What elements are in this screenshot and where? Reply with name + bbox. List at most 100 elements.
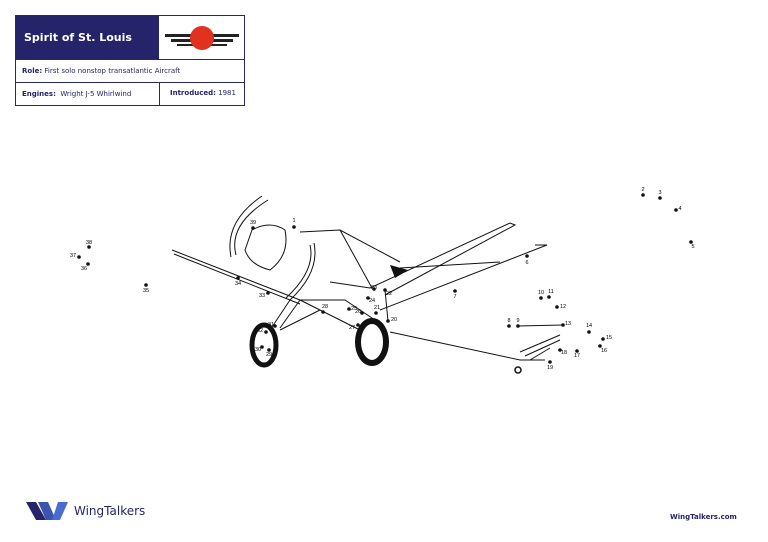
dot-label-25: 25 xyxy=(351,306,357,312)
dot-label-20: 20 xyxy=(391,317,397,323)
engines-row: Engines: Wright J-5 Whirlwind xyxy=(16,82,244,106)
dot-8 xyxy=(507,324,511,328)
dot-10 xyxy=(539,296,543,300)
role-label: Role: xyxy=(22,67,43,75)
dot-14 xyxy=(587,330,591,334)
dot-3 xyxy=(658,196,662,200)
dot-label-9: 9 xyxy=(516,318,519,324)
dot-20 xyxy=(386,319,390,323)
dot-label-8: 8 xyxy=(507,318,510,324)
dot-38 xyxy=(87,245,91,249)
dot-2 xyxy=(641,193,645,197)
wing-strut-triangle xyxy=(390,265,408,278)
dot-7 xyxy=(453,289,457,293)
dot-13 xyxy=(561,323,565,327)
aircraft-emblem-logo xyxy=(159,16,245,59)
dot-label-19: 19 xyxy=(547,365,553,371)
dot-22 xyxy=(383,288,387,292)
dot-32 xyxy=(264,330,268,334)
dot-17 xyxy=(575,349,579,353)
dot-25 xyxy=(347,307,351,311)
role-row: Role: First solo nonstop transatlantic A… xyxy=(16,59,244,82)
dot-label-29: 29 xyxy=(266,352,272,358)
brand-name: WingTalkers xyxy=(74,504,146,518)
dot-label-7: 7 xyxy=(453,294,456,300)
dot-label-39: 39 xyxy=(250,220,256,226)
dot-15 xyxy=(601,337,605,341)
dot-37 xyxy=(77,255,81,259)
dot-label-28: 28 xyxy=(322,304,328,310)
dot-label-13: 13 xyxy=(565,321,571,327)
aircraft-title: Spirit of St. Louis xyxy=(16,16,159,59)
dot-35 xyxy=(144,283,148,287)
main-wheel xyxy=(355,318,389,366)
dot-label-26: 26 xyxy=(355,309,361,315)
engines-label: Engines: xyxy=(22,90,56,98)
dot-12 xyxy=(555,305,559,309)
dot-label-32: 32 xyxy=(257,328,263,334)
dot-label-38: 38 xyxy=(86,240,92,246)
airplane-outline xyxy=(171,195,564,361)
dot-label-21: 21 xyxy=(374,305,380,311)
introduced-cell: Introduced: 1981 xyxy=(159,82,245,106)
dot-29 xyxy=(267,348,271,352)
dot-6 xyxy=(525,254,529,258)
introduced-value: 1981 xyxy=(218,89,236,97)
dot-9 xyxy=(516,324,520,328)
dot-label-14: 14 xyxy=(586,323,592,329)
dot-label-2: 2 xyxy=(641,187,644,193)
dot-label-23: 23 xyxy=(371,285,377,291)
dot-label-35: 35 xyxy=(143,288,149,294)
dot-label-15: 15 xyxy=(606,335,612,341)
dot-label-31: 31 xyxy=(268,322,274,328)
tail-skid xyxy=(514,366,522,374)
dot-label-17: 17 xyxy=(574,353,580,359)
dot-23 xyxy=(372,287,376,291)
dot-1 xyxy=(292,225,296,229)
dot-16 xyxy=(598,344,602,348)
dot-21 xyxy=(374,311,378,315)
dot-label-6: 6 xyxy=(525,260,528,266)
tail-wheel xyxy=(249,322,279,368)
dot-label-12: 12 xyxy=(560,304,566,310)
dot-label-5: 5 xyxy=(691,244,694,250)
dot-18 xyxy=(558,348,562,352)
dot-label-33: 33 xyxy=(259,293,265,299)
dot-33 xyxy=(266,291,270,295)
introduced-label: Introduced: xyxy=(170,89,216,97)
dot-5 xyxy=(689,240,693,244)
dot-label-3: 3 xyxy=(658,190,661,196)
dot-label-37: 37 xyxy=(70,253,76,259)
dot-label-22: 22 xyxy=(386,291,392,297)
wing-logo-icon xyxy=(26,502,68,520)
dot-label-11: 11 xyxy=(548,289,554,295)
dot-26 xyxy=(360,311,364,315)
engines-value: Wright J-5 Whirlwind xyxy=(60,90,132,98)
dot-label-1: 1 xyxy=(292,218,295,224)
dot-label-16: 16 xyxy=(601,348,607,354)
dot-31 xyxy=(273,324,277,328)
dot-19 xyxy=(548,360,552,364)
dot-label-36: 36 xyxy=(81,266,87,272)
dot-24 xyxy=(366,296,370,300)
dot-label-34: 34 xyxy=(235,281,241,287)
dot-30 xyxy=(260,345,264,349)
dot-28 xyxy=(321,310,325,314)
dot-label-4: 4 xyxy=(678,206,681,212)
role-value: First solo nonstop transatlantic Aircraf… xyxy=(44,67,181,75)
dot-label-10: 10 xyxy=(538,290,544,296)
website-link[interactable]: WingTalkers.com xyxy=(670,513,737,521)
dot-36 xyxy=(86,262,90,266)
dot-label-30: 30 xyxy=(255,347,261,353)
dot-label-27: 27 xyxy=(349,325,355,331)
dot-27 xyxy=(356,323,360,327)
dot-34 xyxy=(236,276,240,280)
dot-label-18: 18 xyxy=(561,350,567,356)
dot-4 xyxy=(674,208,678,212)
dot-11 xyxy=(547,295,551,299)
aircraft-info-card: Spirit of St. Louis Role: First solo non… xyxy=(15,15,245,106)
wingtalkers-logo[interactable]: WingTalkers xyxy=(26,500,145,522)
dot-39 xyxy=(251,226,255,230)
dot-label-24: 24 xyxy=(369,298,375,304)
